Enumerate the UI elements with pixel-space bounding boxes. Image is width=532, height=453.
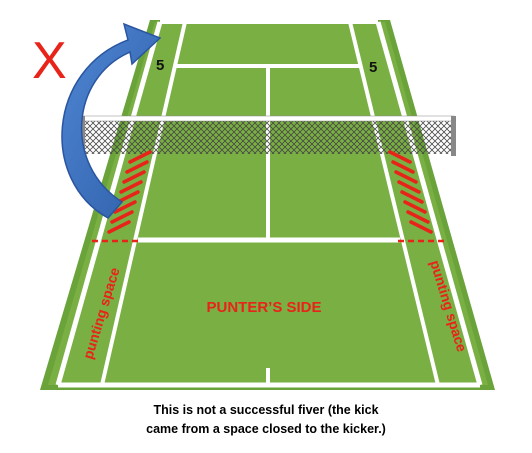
- kick-arrow: [61, 22, 162, 219]
- net: [79, 115, 456, 156]
- service-number-right: 5: [369, 59, 377, 76]
- caption-line-2: came from a space closed to the kicker.): [146, 422, 386, 436]
- court-lines: [55, 20, 483, 388]
- punters-side-label: PUNTER’S SIDE: [206, 299, 321, 316]
- hatch-right: [388, 150, 433, 234]
- caption-line-1: This is not a successful fiver (the kick: [153, 403, 379, 417]
- invalid-marker: X: [32, 32, 67, 90]
- service-number-left: 5: [156, 57, 164, 74]
- hatch-left: [107, 150, 152, 234]
